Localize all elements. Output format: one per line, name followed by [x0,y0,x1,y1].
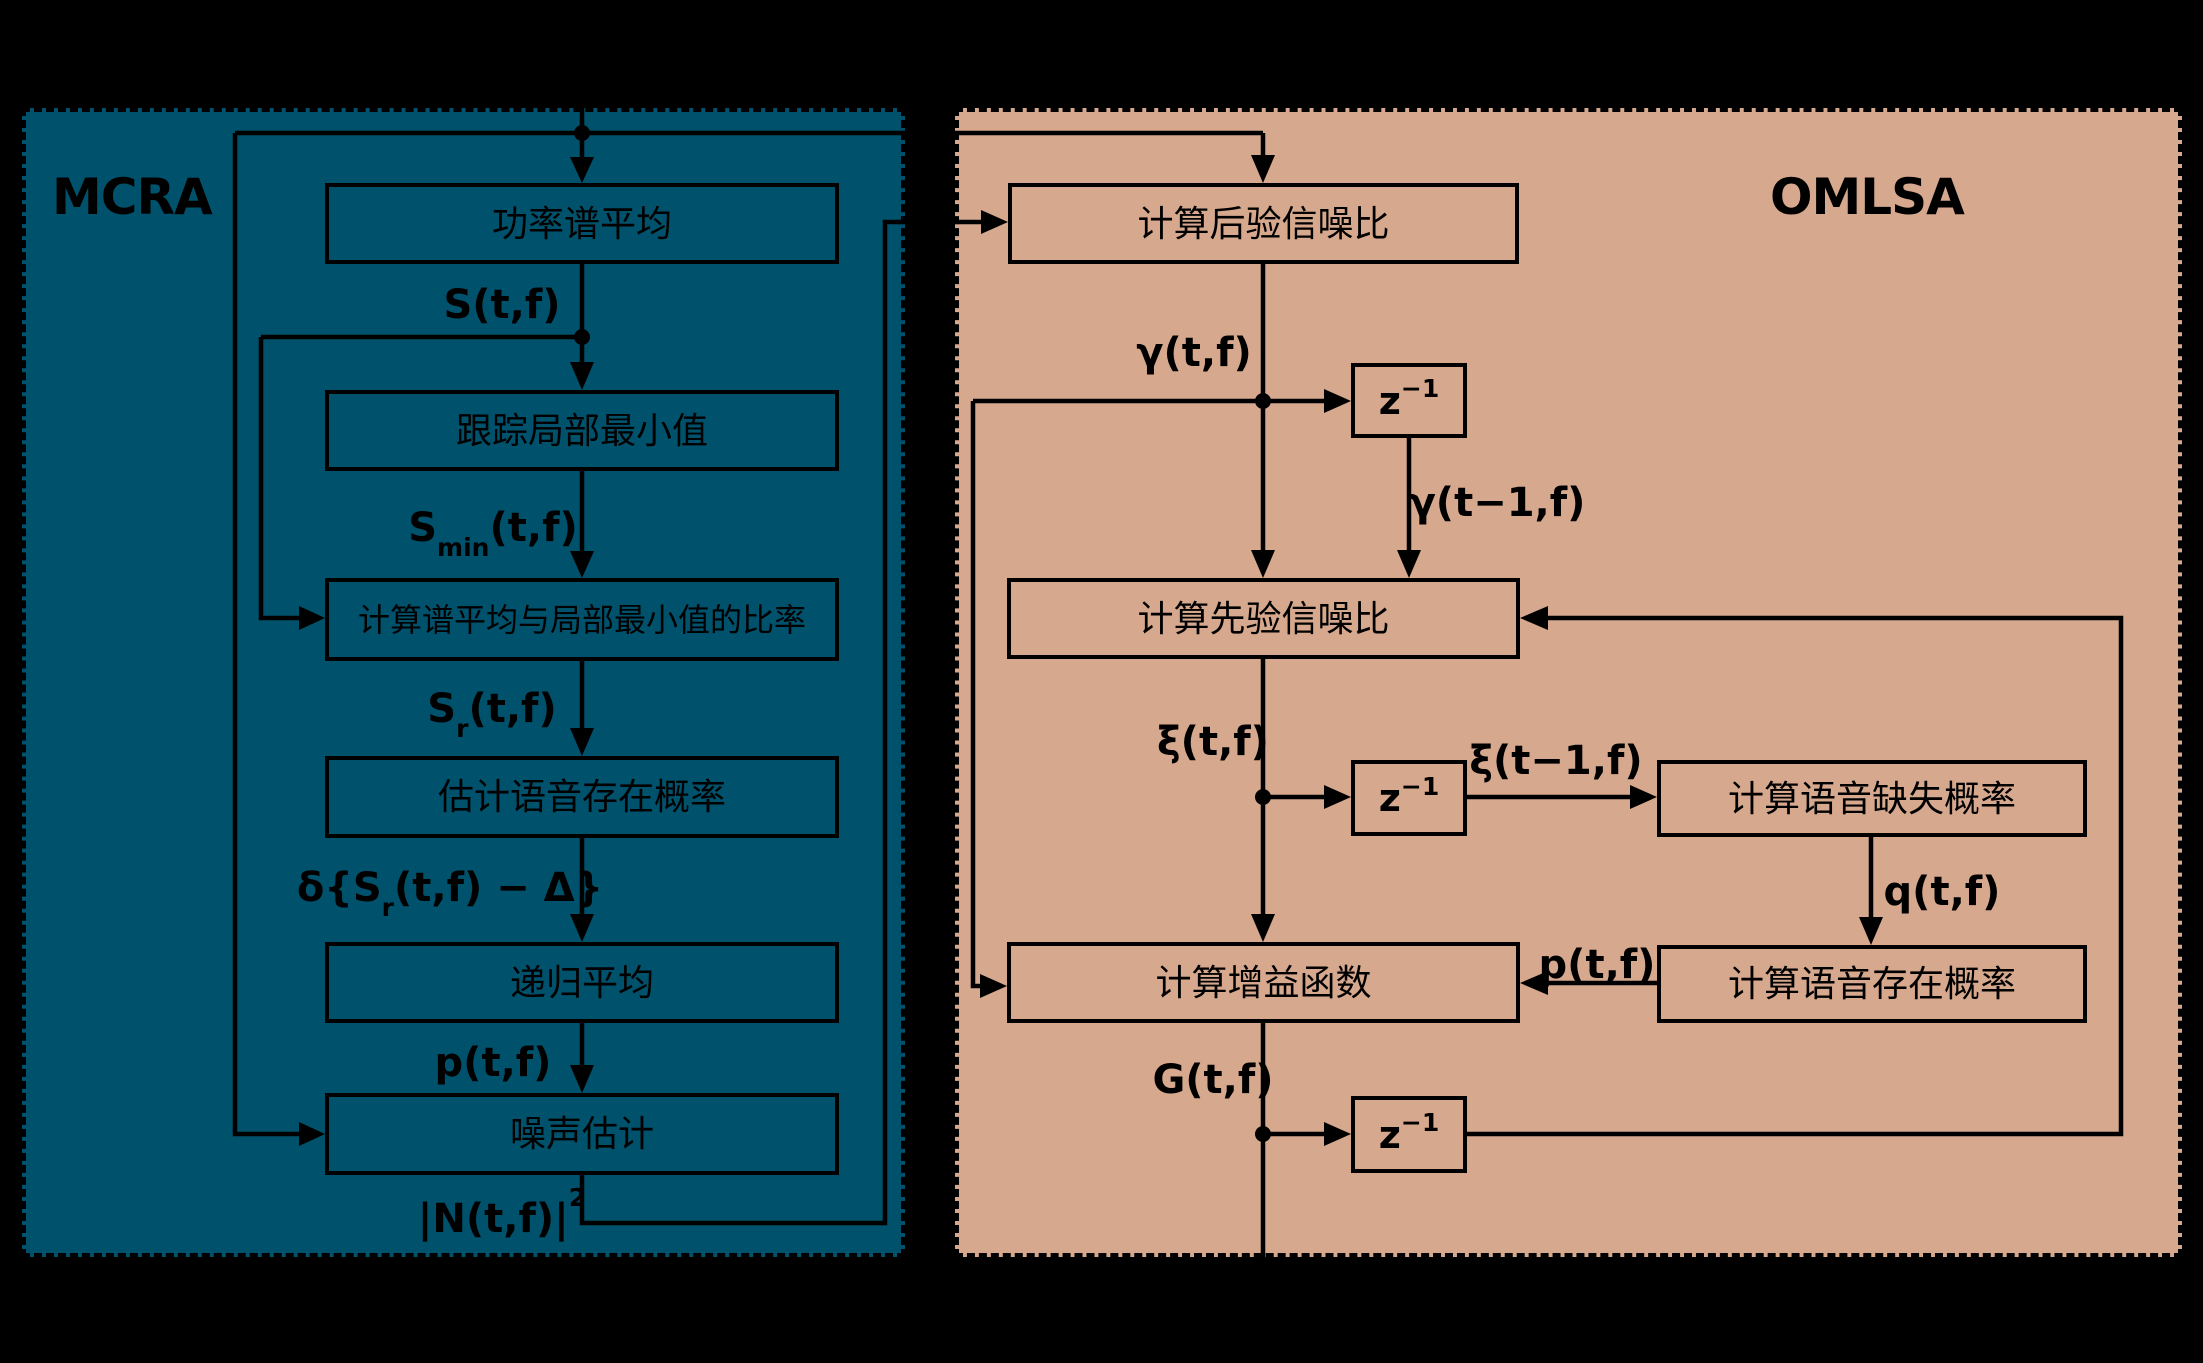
box-label: 噪声估计 [509,1114,654,1154]
mcra-title: MCRA [52,168,213,226]
box-label: 计算谱平均与局部最小值的比率 [357,601,806,638]
label-g-tf: G(t,f) [1152,1057,1274,1103]
label-xi-tf: ξ(t,f) [1157,719,1269,765]
omlsa-title: OMLSA [1770,168,1965,226]
box-speech-absence-probability: 计算语音缺失概率 [1657,760,2087,837]
box-label: 功率谱平均 [491,203,672,244]
label-delta-expression: δ{Sr(t,f) − Δ} [296,865,604,923]
box-delay-gain: z−1 [1351,1096,1467,1173]
box-power-spectrum-average: 功率谱平均 [325,183,839,264]
label-s-r-tf: Sr(t,f) [427,686,557,744]
box-label: 跟踪局部最小值 [455,410,708,451]
box-label: 估计语音存在概率 [437,777,726,817]
box-label: 计算语音缺失概率 [1727,778,2016,819]
box-label: 计算语音存在概率 [1727,964,2016,1004]
box-posterior-snr: 计算后验信噪比 [1008,183,1519,264]
box-delay-gamma: z−1 [1351,363,1467,438]
label-s-tf: S(t,f) [443,282,561,328]
label-gamma-tf: γ(t,f) [1136,330,1252,376]
delay-base: z [1378,1112,1401,1157]
box-ratio-average-to-minimum: 计算谱平均与局部最小值的比率 [325,578,839,661]
label-p-tf: p(t,f) [434,1040,552,1086]
label-noise-power: |N(t,f)|2 [417,1183,587,1242]
box-label: 计算增益函数 [1155,962,1372,1003]
label-q-tf: q(t,f) [1883,869,2001,915]
box-recursive-average: 递归平均 [325,942,839,1023]
box-gain-function: 计算增益函数 [1007,942,1520,1023]
box-label: 计算先验信噪比 [1137,598,1390,639]
label-p-tf-omlsa: p(t,f) [1538,942,1656,988]
box-delay-xi: z−1 [1351,760,1467,836]
box-noise-estimation: 噪声估计 [325,1093,839,1175]
delay-base: z [1378,776,1401,820]
box-estimate-speech-presence-probability: 估计语音存在概率 [325,756,839,838]
label-gamma-prev: γ(t−1,f) [1408,480,1586,526]
delay-base: z [1378,378,1401,423]
box-track-local-minimum: 跟踪局部最小值 [325,390,839,471]
omlsa-region [955,108,2182,1257]
box-speech-presence-probability: 计算语音存在概率 [1657,945,2087,1023]
label-s-min-tf: Smin(t,f) [408,505,578,563]
box-label: 计算后验信噪比 [1137,203,1390,244]
box-prior-snr: 计算先验信噪比 [1007,578,1520,659]
box-label: 递归平均 [509,962,654,1003]
label-xi-prev: ξ(t−1,f) [1469,738,1643,784]
